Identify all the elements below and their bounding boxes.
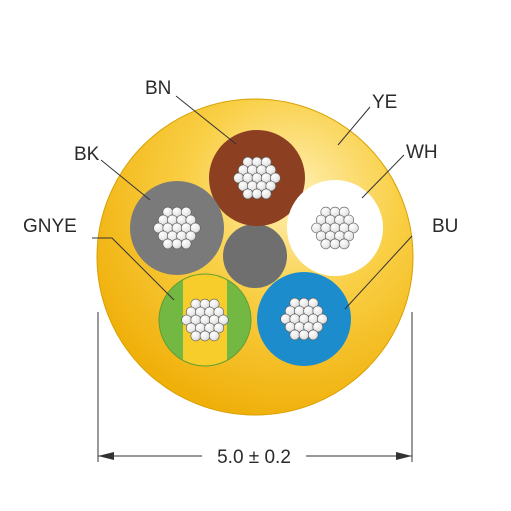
leader-line-wh <box>361 154 405 199</box>
label-ye: YE <box>372 92 397 113</box>
strand-bundle <box>280 297 328 341</box>
strand <box>213 306 225 318</box>
strand <box>265 164 277 176</box>
strand <box>298 329 310 341</box>
leader-line-bn <box>175 95 237 145</box>
strand <box>260 188 272 200</box>
strand <box>260 156 272 168</box>
strand <box>270 172 281 184</box>
strand-bundle <box>311 206 359 250</box>
strand <box>320 238 332 250</box>
strand <box>348 222 359 234</box>
strand <box>338 238 350 250</box>
strand <box>218 314 229 326</box>
strand <box>343 230 355 242</box>
strand <box>289 329 301 341</box>
strand <box>242 188 254 200</box>
strand <box>171 238 183 250</box>
strand <box>307 297 319 309</box>
strand <box>190 222 201 234</box>
strand <box>265 180 277 192</box>
label-bu: BU <box>432 216 458 237</box>
core-blue <box>257 272 351 366</box>
dimension-arrow-right <box>396 452 412 460</box>
strand <box>185 214 197 226</box>
label-bk: BK <box>74 144 100 165</box>
core-white <box>287 180 383 276</box>
strand <box>185 230 197 242</box>
strand <box>343 214 355 226</box>
strand <box>312 305 324 317</box>
leader-line-gnye <box>92 237 175 301</box>
dimension-arrow-left <box>98 452 114 460</box>
leader-line-ye <box>337 106 371 146</box>
strand <box>307 329 319 341</box>
leader-line-bk <box>100 159 151 201</box>
strand <box>251 188 263 200</box>
label-bn: BN <box>145 78 171 99</box>
strand-bundle <box>233 156 281 200</box>
label-wh: WH <box>406 142 438 163</box>
strand <box>180 238 192 250</box>
core-black <box>130 181 224 275</box>
label-gnye: GNYE <box>23 216 77 237</box>
strand <box>190 330 202 342</box>
strand <box>312 321 324 333</box>
dimension-text: 5.0 ± 0.2 <box>217 447 291 468</box>
strand <box>317 313 328 325</box>
core-brown <box>209 130 305 226</box>
strand <box>208 330 220 342</box>
center-filler <box>223 224 287 288</box>
strand-bundle <box>181 298 229 342</box>
core-green-yellow <box>158 273 252 367</box>
strand <box>208 298 220 310</box>
strand <box>213 322 225 334</box>
strand <box>162 238 174 250</box>
leader-line-bu <box>344 235 413 310</box>
strand <box>329 238 341 250</box>
strand-bundle <box>153 206 201 250</box>
strand <box>199 330 211 342</box>
strand <box>180 206 192 218</box>
strand <box>338 206 350 218</box>
